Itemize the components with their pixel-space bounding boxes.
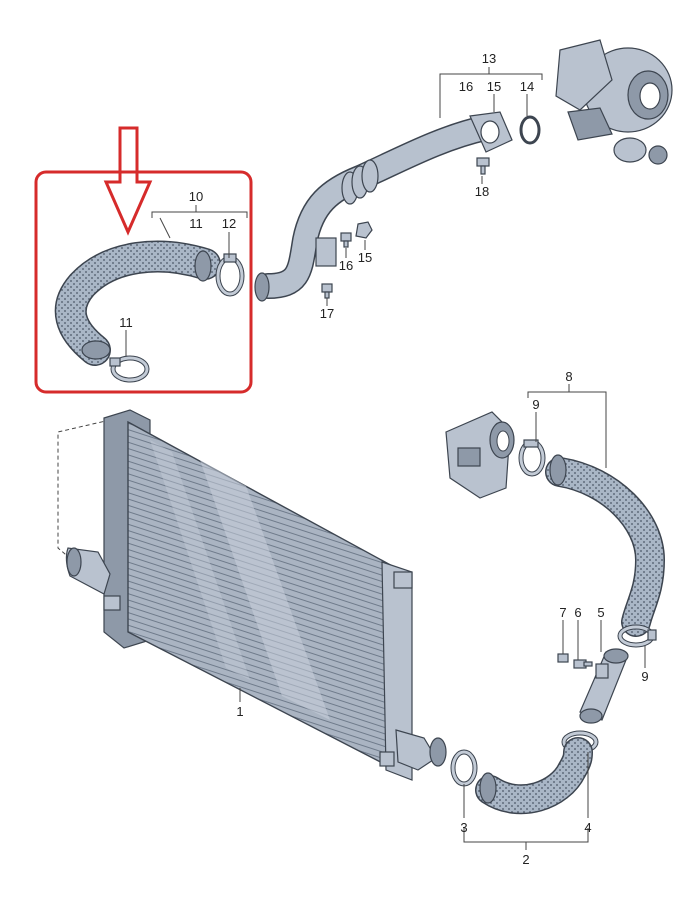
callout-15-lower: 15 xyxy=(358,250,372,265)
bolt-7 xyxy=(557,653,569,663)
highlight-arrow xyxy=(103,126,153,236)
callout-3: 3 xyxy=(460,820,467,835)
charge-air-hose-2 xyxy=(475,737,593,815)
callout-11-upper: 11 xyxy=(189,216,203,231)
callout-8: 8 xyxy=(565,369,572,384)
callout-10: 10 xyxy=(189,189,203,204)
callout-14: 14 xyxy=(520,79,534,94)
hose-clamp-11 xyxy=(109,355,150,383)
hose-clamp-3 xyxy=(450,749,478,787)
connector-pipe-5 xyxy=(579,648,629,724)
throttle-body xyxy=(445,411,515,499)
charge-air-pipe-13 xyxy=(254,111,513,302)
callout-6: 6 xyxy=(574,605,581,620)
callout-4: 4 xyxy=(584,820,591,835)
callout-18: 18 xyxy=(475,184,489,199)
nut-15 xyxy=(355,221,373,239)
bolt-16 xyxy=(340,232,352,248)
callout-17: 17 xyxy=(320,306,334,321)
intercooler xyxy=(57,409,447,781)
callout-1: 1 xyxy=(236,704,243,719)
callout-5: 5 xyxy=(597,605,604,620)
hose-clamp-12 xyxy=(215,253,245,297)
callout-7: 7 xyxy=(559,605,566,620)
charge-air-hose-10 xyxy=(54,240,221,366)
bolt-6 xyxy=(573,659,593,669)
callout-labels: 1 2 3 4 5 6 7 8 9 9 10 11 11 12 13 14 15… xyxy=(119,51,648,867)
callout-11-lower: 11 xyxy=(119,315,133,330)
bolt-18 xyxy=(476,157,490,175)
hose-clamp-9-lower xyxy=(617,624,657,648)
o-ring-14 xyxy=(519,115,541,145)
callout-12: 12 xyxy=(222,216,236,231)
charge-air-hose-8 xyxy=(545,454,666,637)
turbocharger xyxy=(555,39,673,165)
leader-lines xyxy=(125,67,646,850)
callout-9-lower: 9 xyxy=(641,669,648,684)
callout-9-upper: 9 xyxy=(532,397,539,412)
callout-13: 13 xyxy=(482,51,496,66)
callout-2: 2 xyxy=(522,852,529,867)
highlight-box xyxy=(34,170,253,394)
callout-16-lower: 16 xyxy=(339,258,353,273)
callout-16-upper: 16 xyxy=(459,79,473,94)
hose-clamp-9-upper xyxy=(518,439,546,477)
callout-15-upper: 15 xyxy=(487,79,501,94)
bolt-17 xyxy=(321,283,333,299)
